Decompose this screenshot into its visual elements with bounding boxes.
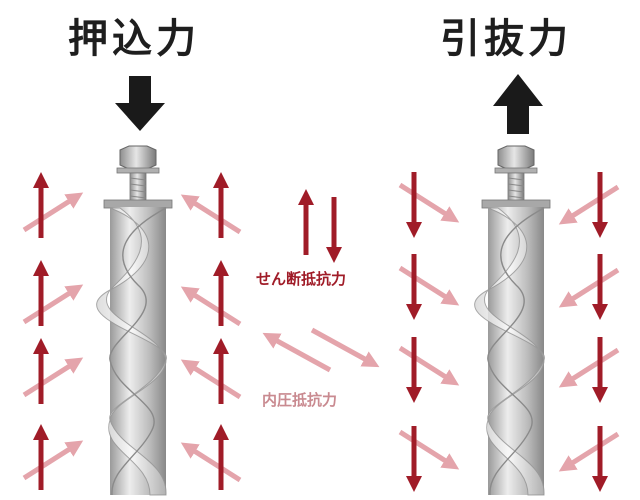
screw-pile-left (96, 145, 173, 496)
legend-inner-arrows (262, 327, 380, 373)
pull-load-arrow (493, 74, 543, 134)
inner-pressure-resistance-label: 内圧抵抗力 (262, 391, 338, 409)
push-load-arrow (115, 76, 165, 131)
screw-pile-right (474, 145, 551, 496)
inner-pressure-arrows-right (398, 182, 620, 472)
shear-arrows-right (405, 172, 609, 493)
inner-pressure-arrows-left (22, 192, 242, 483)
legend-shear-arrows (297, 188, 343, 264)
pull-force-title: 引抜力 (440, 16, 572, 62)
shear-arrows-left (32, 171, 230, 490)
shear-resistance-label: せん断抵抗力 (256, 270, 347, 288)
push-force-title: 押込力 (68, 16, 200, 62)
